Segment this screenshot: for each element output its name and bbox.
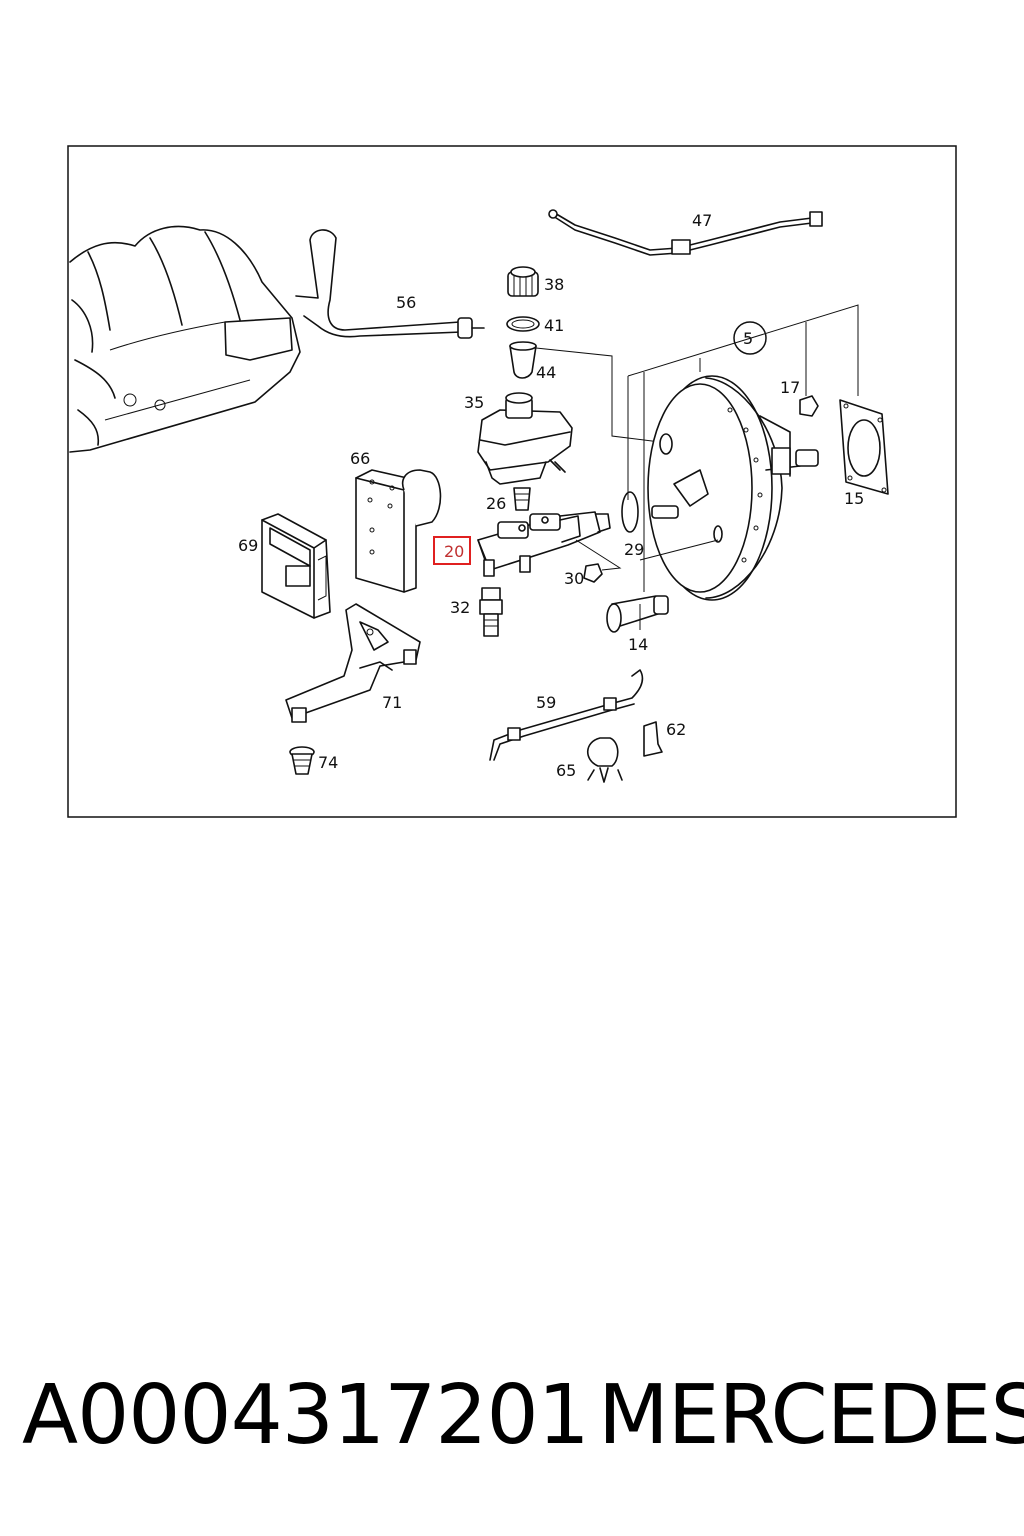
callout-32: 32 <box>450 598 470 617</box>
footer: A0004317201 MERCEDES <box>0 1368 1024 1478</box>
callout-41: 41 <box>544 316 564 335</box>
callout-47: 47 <box>692 211 712 230</box>
clip-65 <box>586 737 623 783</box>
callout-17: 17 <box>780 378 800 397</box>
callout-labels: 47 38 56 41 5 44 17 35 66 15 26 69 20 29… <box>238 211 864 780</box>
callout-30: 30 <box>564 569 584 588</box>
callout-69: 69 <box>238 536 258 555</box>
pipe-47 <box>548 209 823 256</box>
callout-5: 5 <box>743 329 753 348</box>
callout-62: 62 <box>666 720 686 739</box>
callout-14: 14 <box>628 635 648 654</box>
callout-74: 74 <box>318 753 338 772</box>
callout-5-leaders <box>627 304 859 592</box>
callout-15: 15 <box>844 489 864 508</box>
brake-fluid-reservoir-35 <box>477 392 573 485</box>
part-number: A0004317201 <box>22 1368 590 1463</box>
seal-41 <box>506 316 540 332</box>
brand-name: MERCEDES <box>598 1368 1024 1463</box>
grommet-74 <box>289 746 315 775</box>
callout-66: 66 <box>350 449 370 468</box>
nut-17 <box>799 395 819 417</box>
callout-71: 71 <box>382 693 402 712</box>
callout-44: 44 <box>536 363 556 382</box>
callout-59: 59 <box>536 693 556 712</box>
strainer-44 <box>509 341 537 379</box>
callout-65: 65 <box>556 761 576 780</box>
callout-35: 35 <box>464 393 484 412</box>
check-valve-14 <box>606 595 669 633</box>
pressure-sensor-32 <box>479 587 503 637</box>
reservoir-cap-38 <box>507 266 539 297</box>
callout-38: 38 <box>544 275 564 294</box>
callout-26: 26 <box>486 494 506 513</box>
brake-booster-5 <box>639 375 819 601</box>
diagram-frame <box>67 145 957 818</box>
grommet-26 <box>513 487 531 511</box>
gasket-15 <box>839 399 889 495</box>
control-module-69 <box>261 513 331 619</box>
abs-hydraulic-unit-66 <box>355 469 442 593</box>
engine-block-illustration <box>69 225 301 453</box>
callout-29: 29 <box>624 540 644 559</box>
clip-62 <box>643 721 663 757</box>
hose-59 <box>489 669 644 761</box>
seal-ring-29 <box>621 491 639 533</box>
callout-56: 56 <box>396 293 416 312</box>
bracket-71 <box>285 603 421 723</box>
nut-30 <box>583 563 603 583</box>
callout-20: 20 <box>444 542 464 561</box>
highlight-box-20 <box>433 536 471 565</box>
brake-master-cylinder-20 <box>477 511 611 577</box>
vacuum-line-56 <box>295 229 485 339</box>
